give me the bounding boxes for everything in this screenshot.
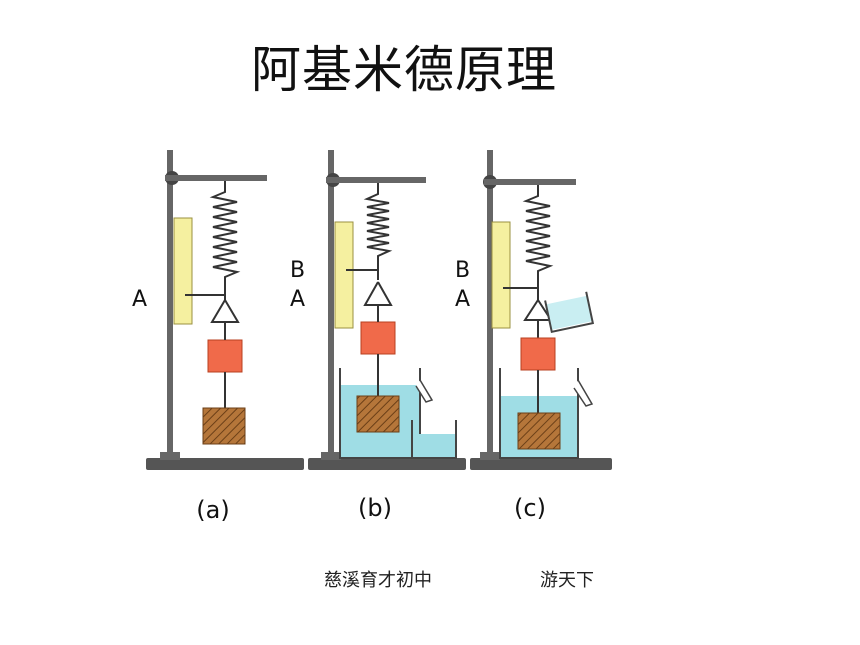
label-b-panel-b: B [290, 258, 305, 283]
panel-c [470, 150, 612, 470]
stand-pole [487, 150, 493, 458]
overflow-beaker [499, 368, 579, 459]
spout [573, 379, 594, 407]
ruler-scale [173, 217, 193, 325]
stand-arm [326, 177, 426, 183]
stand-base [146, 458, 304, 470]
footer-school: 慈溪育才初中 [324, 570, 432, 591]
large-block [356, 395, 400, 433]
spout [415, 379, 434, 403]
spring [363, 183, 393, 280]
ruler-scale [334, 221, 354, 329]
page-title: 阿基米德原理 [251, 41, 557, 99]
spring [209, 181, 241, 300]
panel-b [308, 150, 466, 470]
stand-arm [484, 179, 576, 185]
tilted-cup-water [545, 295, 593, 330]
stand-base [308, 458, 466, 470]
large-block [517, 412, 561, 450]
spring [522, 185, 554, 300]
footer-author: 游天下 [540, 570, 594, 591]
cup-water [412, 434, 456, 458]
label-a-panel-c: A [455, 287, 470, 312]
catch-cup [411, 420, 457, 459]
stand-pole [328, 150, 334, 458]
stand-arm [165, 175, 267, 181]
label-a-panel-a: A [132, 287, 147, 312]
tilted-cup [544, 291, 595, 333]
caption-b: (b) [358, 494, 392, 522]
overflow-beaker [339, 368, 421, 459]
caption-c: (c) [514, 494, 546, 522]
stand-base [470, 458, 612, 470]
label-b-panel-c: B [455, 258, 470, 283]
hanger [210, 299, 240, 323]
caption-a: (a) [196, 496, 229, 524]
ruler-scale [491, 221, 511, 329]
panel-a [146, 150, 304, 470]
hanger [363, 281, 393, 306]
large-block [202, 407, 246, 445]
small-block [520, 337, 556, 371]
stand-pole [167, 150, 173, 458]
small-block [207, 339, 243, 373]
label-a-panel-b: A [290, 287, 305, 312]
small-block [360, 321, 396, 355]
